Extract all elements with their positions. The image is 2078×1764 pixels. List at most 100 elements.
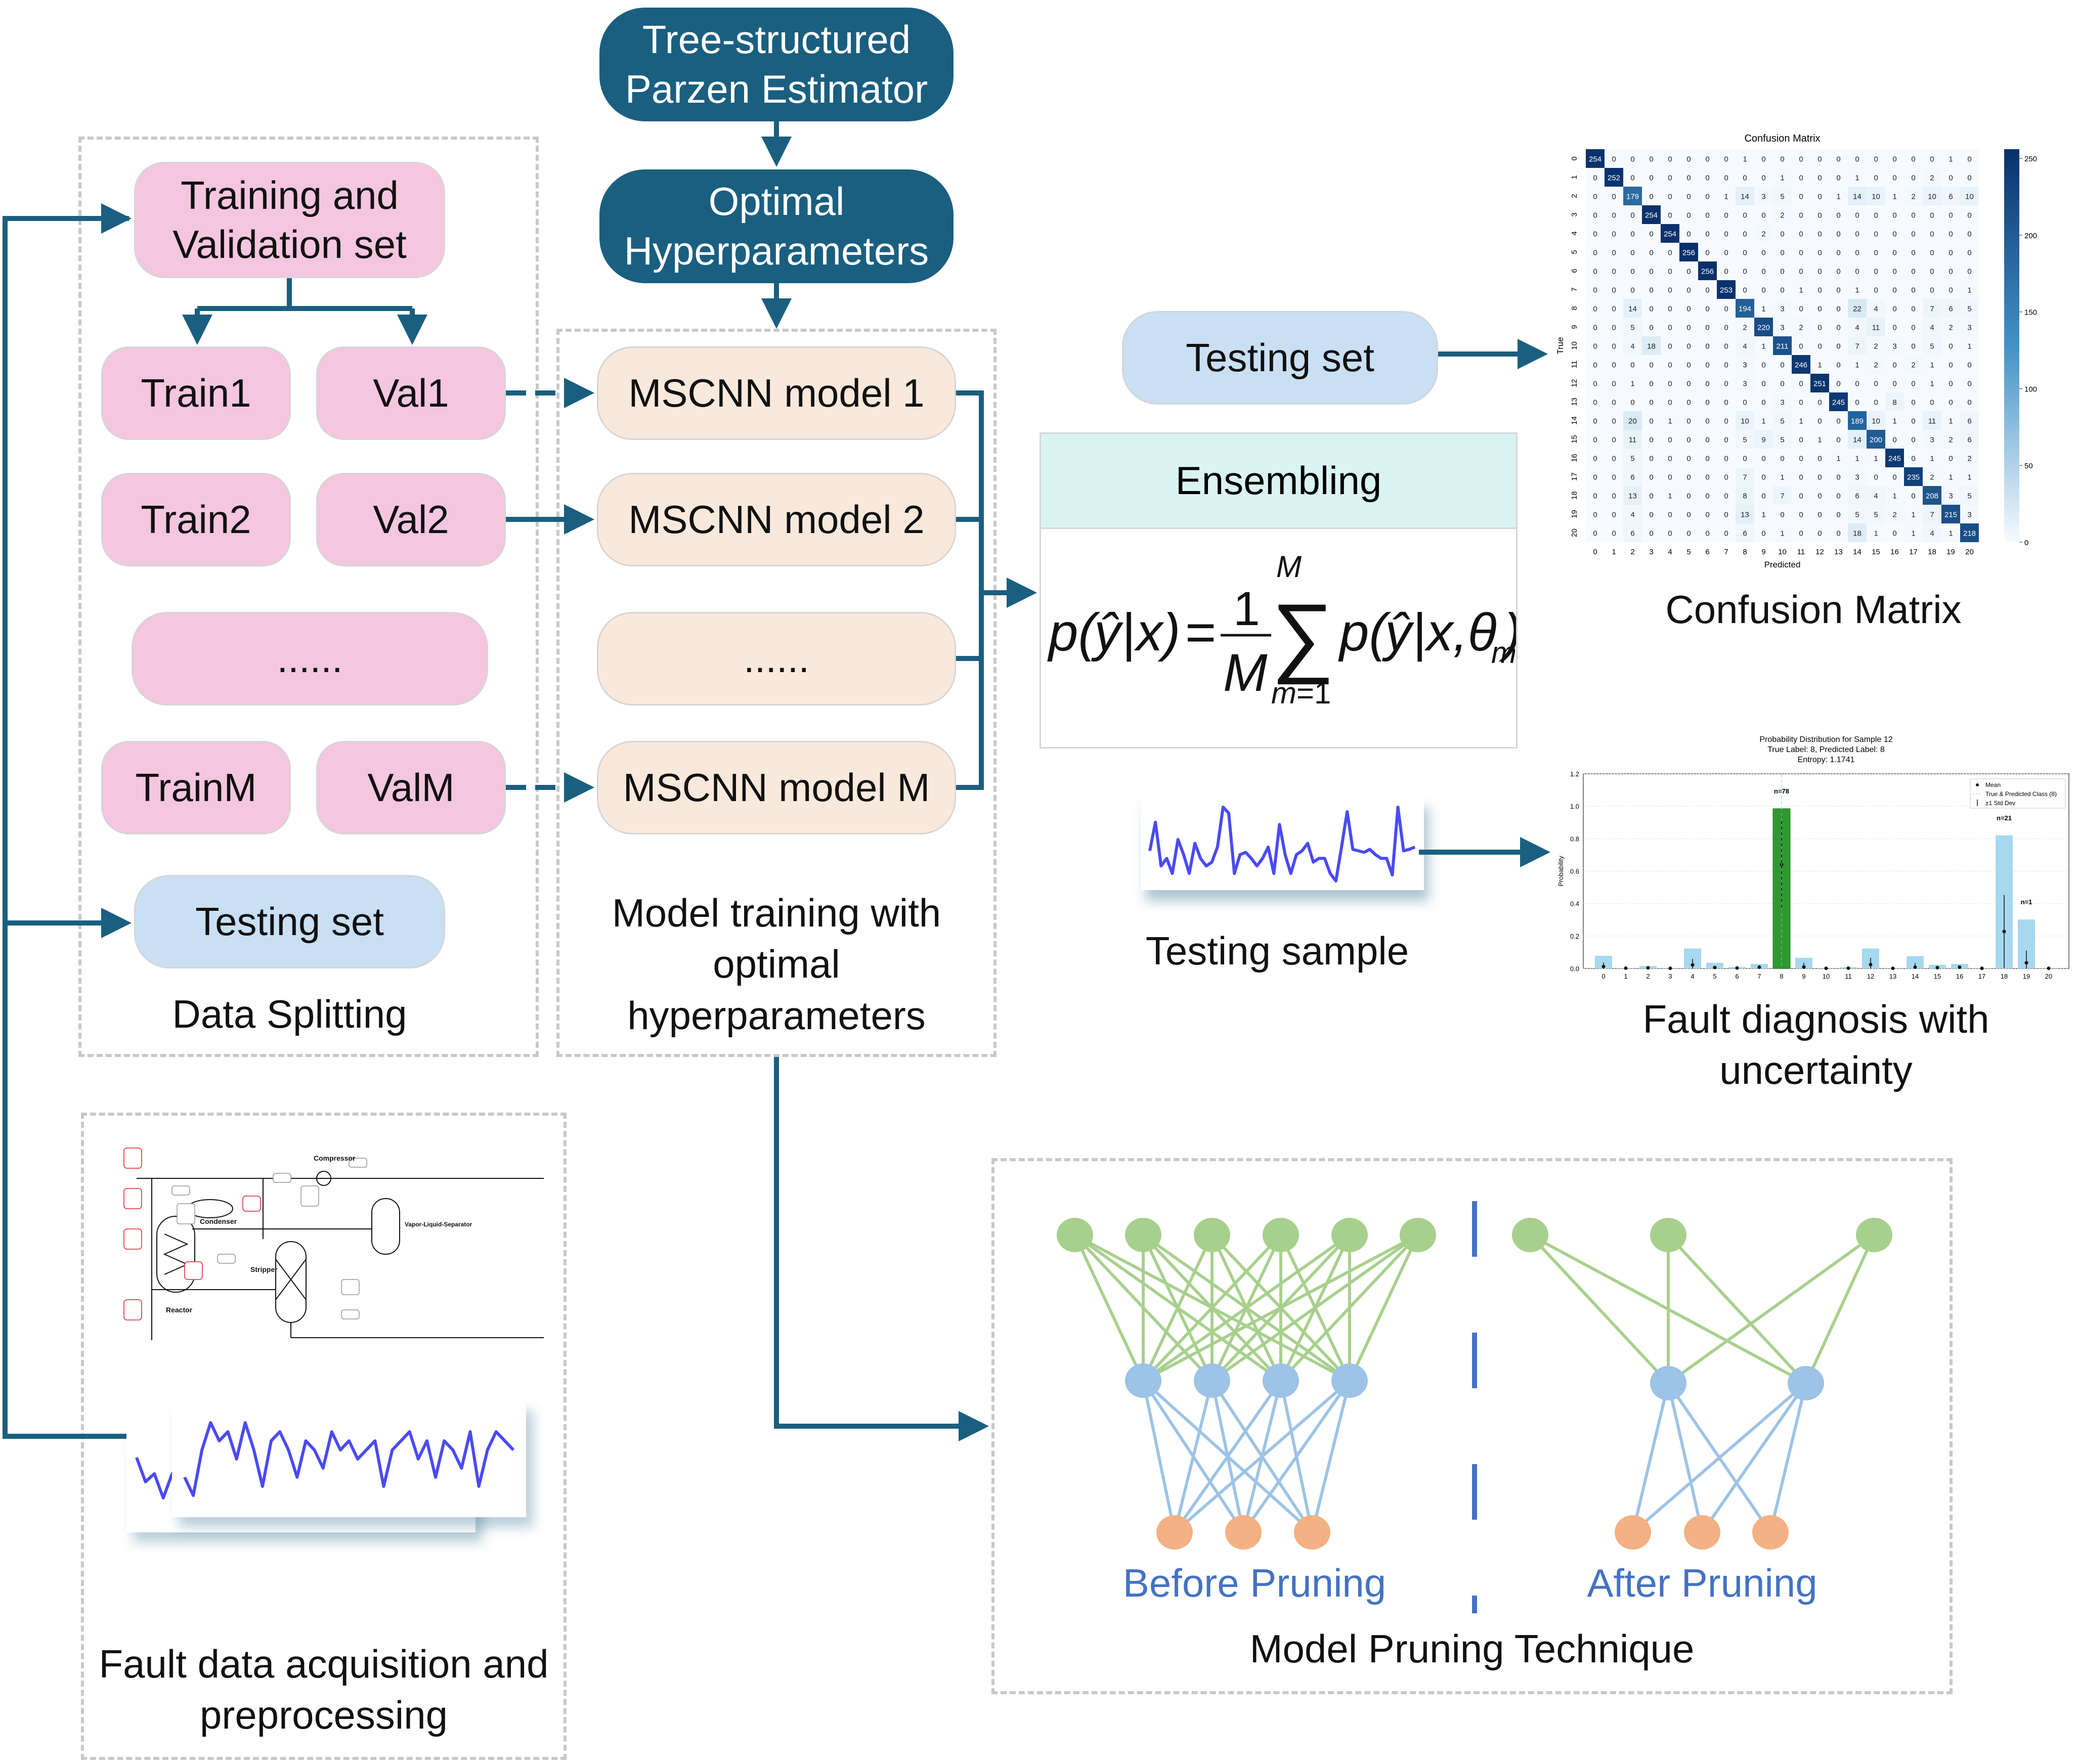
cm-cell-value: 194	[1739, 305, 1751, 314]
cm-y-tick: 19	[1570, 510, 1579, 518]
cm-cell	[1623, 449, 1642, 467]
cm-cell	[1586, 430, 1605, 449]
cm-cell	[1829, 261, 1848, 280]
cm-cell-value: 4	[1874, 305, 1878, 314]
cm-cell	[1829, 430, 1848, 449]
cm-cell	[1679, 261, 1698, 280]
cm-cell	[1885, 168, 1904, 187]
prob-y-tick: 0.8	[1570, 835, 1579, 843]
cm-cell-value: 0	[1799, 530, 1803, 538]
cm-cell-value: 6	[1949, 305, 1953, 314]
cm-cell	[1736, 430, 1754, 449]
cm-cell-value: 5	[1630, 455, 1634, 463]
cm-cell-value: 0	[1743, 211, 1747, 220]
cm-cell-value: 0	[1892, 211, 1896, 220]
cm-cell-value: 0	[1761, 399, 1765, 407]
cm-cell	[1960, 299, 1979, 318]
cm-cell	[1605, 299, 1623, 318]
cm-cell-value: 0	[1668, 211, 1672, 220]
cm-cell	[1717, 224, 1736, 243]
cm-y-tick: 20	[1570, 528, 1579, 537]
cm-cell	[1679, 430, 1698, 449]
svg-text:ŷ: ŷ	[1091, 603, 1123, 662]
cm-cell-value: 5	[1855, 511, 1859, 519]
prob-legend-entry: True & Predicted Class (8)	[1985, 790, 2057, 798]
cm-cell-value: 0	[1836, 511, 1840, 519]
cm-cell	[1923, 336, 1941, 355]
cm-cell	[1848, 224, 1867, 243]
training-validation-box: Training and Validation set	[134, 162, 445, 278]
valM-box: ValM	[316, 741, 506, 834]
cm-cell	[1605, 430, 1623, 449]
cm-cell	[1586, 449, 1605, 467]
cm-cell	[1885, 523, 1904, 542]
cm-x-tick: 1	[1612, 548, 1616, 556]
cm-cell-value: 0	[1724, 473, 1728, 482]
cm-cell-value: 0	[1799, 230, 1803, 239]
cm-cell-value: 1	[1630, 380, 1634, 388]
cm-cell-value: 0	[1724, 436, 1728, 445]
cm-cell	[1736, 187, 1754, 205]
cm-cell-value: 0	[1817, 511, 1822, 519]
cm-cell-value: 0	[1705, 211, 1709, 220]
cm-cell-value: 0	[1799, 249, 1803, 257]
cm-cell	[1810, 336, 1829, 355]
prob-annotation: n=1	[2021, 898, 2032, 906]
prob-bar	[1706, 962, 1723, 968]
prob-x-tick: 0	[1601, 973, 1605, 980]
cm-cell	[1679, 523, 1698, 542]
cm-cell-value: 0	[1686, 230, 1691, 239]
cm-cell-value: 0	[1612, 193, 1616, 201]
cm-cell	[1941, 467, 1960, 486]
cm-cell-value: 0	[1761, 492, 1765, 501]
cm-cell	[1773, 205, 1792, 224]
cm-cell	[1661, 486, 1679, 505]
cm-cell-value: 0	[1930, 155, 1934, 164]
cm-cell	[1642, 392, 1661, 411]
trainM-box: TrainM	[101, 741, 291, 834]
cm-cell	[1586, 318, 1605, 336]
cm-cell-value: 0	[1630, 286, 1634, 295]
cm-cell-value: 0	[1593, 249, 1597, 257]
edge-mid-bot	[1173, 1380, 1214, 1533]
cm-cell	[1829, 318, 1848, 336]
cm-cell	[1829, 280, 1848, 299]
cm-cell-value: 6	[1855, 492, 1859, 501]
cm-cell	[1605, 318, 1623, 336]
cm-cell	[1904, 486, 1923, 505]
cm-cell	[1848, 505, 1867, 523]
cm-cell	[1586, 374, 1605, 392]
cm-cell-value: 0	[1686, 268, 1691, 276]
cm-cell-value: 0	[1817, 324, 1822, 332]
cm-cell	[1679, 299, 1698, 318]
cm-cell	[1941, 336, 1960, 355]
edge-top-mid	[1667, 1233, 1875, 1385]
cm-cell-value: 256	[1701, 268, 1714, 276]
cm-cell-value: 1	[1836, 193, 1840, 201]
cm-cell-value: 0	[1949, 361, 1953, 370]
cm-cell	[1642, 467, 1661, 486]
cm-cell-value: 7	[1930, 305, 1934, 314]
cm-cell-value: 1	[1949, 473, 1953, 482]
cm-cell	[1754, 224, 1773, 243]
cm-cell	[1941, 243, 1960, 261]
cm-y-tick: 17	[1570, 472, 1579, 481]
cm-cell	[1736, 261, 1754, 280]
cm-cell-value: 5	[1743, 436, 1747, 445]
prob-x-tick: 10	[1823, 973, 1830, 980]
cm-cell-value: 10	[1928, 193, 1936, 201]
cm-cell-value: 7	[1930, 511, 1934, 519]
cm-cell-value: 0	[1911, 286, 1915, 295]
cm-cell-value: 0	[1668, 511, 1672, 519]
cm-cell	[1586, 467, 1605, 486]
cm-y-tick: 16	[1570, 454, 1579, 462]
cm-cell	[1717, 374, 1736, 392]
cm-cell	[1848, 168, 1867, 187]
ellipsis-split-label: ......	[277, 636, 343, 681]
cm-cell-value: 0	[1930, 286, 1934, 295]
formula-graphic: p( ŷ | x) = 1 M M ∑ m =1 p( ŷ | x,θ m	[1047, 550, 1522, 710]
prob-y-tick: 0.6	[1570, 868, 1579, 875]
cm-cell	[1923, 149, 1941, 168]
cm-cell	[1736, 374, 1754, 392]
cm-cell-value: 4	[1743, 342, 1747, 351]
